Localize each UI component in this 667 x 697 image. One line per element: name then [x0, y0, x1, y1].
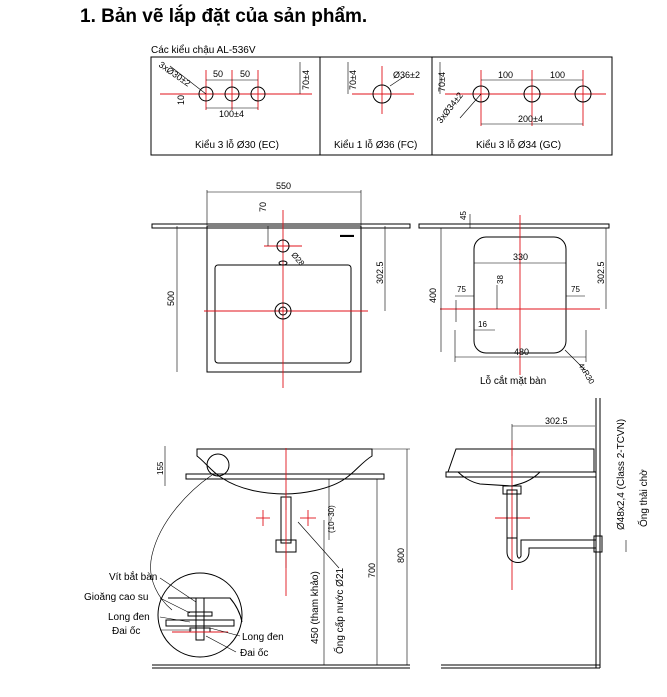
- tap-hole-right: [250, 86, 266, 102]
- front-dim-800: 800: [396, 548, 406, 563]
- side-section: 302.5 Ø48x2,4 (Class 2-TCVN) Ống thải ch…: [441, 398, 650, 669]
- ec-dim-offset: 70±4: [301, 70, 311, 90]
- basin-outline: [206, 225, 362, 373]
- cut-dim-38: 38: [496, 275, 505, 284]
- label-screw: Vít bắt bàn: [109, 570, 157, 583]
- tap-hole-center: [523, 85, 541, 103]
- front-section: 155 (10~30) 700 800 450 (tham khảo) Ống …: [152, 446, 410, 669]
- cut-dim-75-right: 75: [571, 285, 580, 294]
- detail-leader: [150, 474, 213, 611]
- p-trap: [506, 538, 596, 563]
- label-nut-2: Đai ốc: [240, 647, 268, 659]
- label-nut-1: Đai ốc: [112, 625, 140, 637]
- front-dim-10-30: (10~30): [327, 505, 336, 533]
- hole-type-fc: Ø36±2 70±4 Kiểu 1 lỗ Ø36 (FC): [334, 62, 420, 151]
- label-gasket: Gioăng cao su: [84, 592, 149, 603]
- label-washer-1: Long đen: [108, 612, 150, 623]
- ec-dim-50b: 50: [240, 69, 250, 79]
- cutout-view: 45 330 400 302.5 38 75 75 16 480 4: [418, 211, 610, 387]
- supply-pipe-label: Ống cấp nước Ø21: [332, 567, 346, 654]
- top-dim-tap-offset: 70: [258, 202, 268, 212]
- label-washer-2: Long đen: [242, 632, 284, 643]
- countertop-front: [185, 473, 385, 480]
- fc-dim-offset: 70±4: [348, 70, 358, 90]
- top-dim-width: 550: [276, 181, 291, 191]
- hole-types-header: Các kiểu chậu AL-536V: [151, 44, 256, 56]
- tap-hole-center: [224, 86, 240, 102]
- top-dim-depth: 500: [166, 291, 176, 306]
- countertop-top-view: [151, 223, 411, 229]
- ec-dim-small: 10: [176, 95, 186, 105]
- outlet-label: Ống thải chờ: [636, 469, 650, 527]
- drain-hole: [274, 302, 292, 320]
- front-dim-155: 155: [156, 461, 165, 475]
- hole-type-gc: 100 100 200±4 70±4 3xØ34±2 Kiểu 3 lỗ Ø34…: [435, 62, 606, 151]
- front-dim-700: 700: [367, 563, 377, 578]
- cut-dim-45: 45: [459, 211, 468, 220]
- gc-dim-total: 200±4: [518, 114, 543, 124]
- gc-dim-100a: 100: [498, 70, 513, 80]
- side-dim-302-5: 302.5: [545, 416, 568, 426]
- top-dim-overflow: Ø28: [289, 251, 306, 269]
- ec-dim-total: 100±4: [219, 109, 244, 119]
- hole-types-frame: [150, 56, 613, 156]
- top-dim-drain-offset: 302.5: [375, 261, 385, 284]
- fc-caption: Kiểu 1 lỗ Ø36 (FC): [334, 138, 417, 151]
- cut-dim-75-left: 75: [457, 285, 466, 294]
- detail-magnifier: [157, 572, 243, 658]
- cut-dim-302-5: 302.5: [596, 261, 606, 284]
- overflow-hole: [278, 260, 288, 266]
- ec-dim-50a: 50: [213, 69, 223, 79]
- tap-hole-single: [372, 84, 392, 104]
- cutout-caption: Lỗ cắt mặt bàn: [480, 374, 546, 387]
- drain-pipe-side: [506, 489, 518, 539]
- basin-section: [196, 448, 373, 495]
- detail-circle: [206, 453, 230, 477]
- tap-hole-right: [574, 85, 592, 103]
- cut-dim-400: 400: [428, 288, 438, 303]
- gc-dim-offset: 70±4: [437, 72, 447, 92]
- tap-hole: [276, 239, 290, 253]
- basin-side: [447, 448, 595, 487]
- cut-dim-480: 480: [514, 347, 529, 357]
- cut-dim-16: 16: [478, 320, 487, 329]
- page-title: 1. Bản vẽ lắp đặt của sản phẩm.: [80, 6, 368, 27]
- cut-dim-330: 330: [513, 252, 528, 262]
- cut-dim-corner: 4xR30: [576, 361, 596, 386]
- detail-callout: Vít bắt bàn Gioăng cao su Long đen Đai ố…: [84, 474, 284, 659]
- tap-hole-left: [198, 86, 214, 102]
- fc-dim-hole: Ø36±2: [393, 70, 420, 80]
- ec-dim-holes: 3xØ30±2: [157, 59, 193, 88]
- gc-caption: Kiểu 3 lỗ Ø34 (GC): [476, 138, 561, 151]
- front-dim-450: 450 (tham khảo): [310, 571, 321, 644]
- gc-dim-holes: 3xØ34±2: [435, 90, 465, 125]
- gc-dim-100b: 100: [550, 70, 565, 80]
- brand-mark-icon: ▬▬: [340, 232, 354, 239]
- ec-caption: Kiểu 3 lỗ Ø30 (EC): [195, 138, 279, 151]
- hole-types-table: Các kiểu chậu AL-536V 50 50 100±4 70±4 1…: [150, 44, 613, 156]
- top-view: 550 500 Ø28 70 302.5 ▬▬: [151, 181, 411, 388]
- tap-hole-left: [472, 85, 490, 103]
- countertop-cutout-view: [418, 223, 610, 229]
- drain-pipe-label: Ø48x2,4 (Class 2-TCVN): [616, 419, 627, 530]
- hole-type-ec: 50 50 100±4 70±4 10 3xØ30±2 Kiểu 3 lỗ Ø3…: [157, 59, 312, 151]
- countertop-side: [445, 471, 597, 478]
